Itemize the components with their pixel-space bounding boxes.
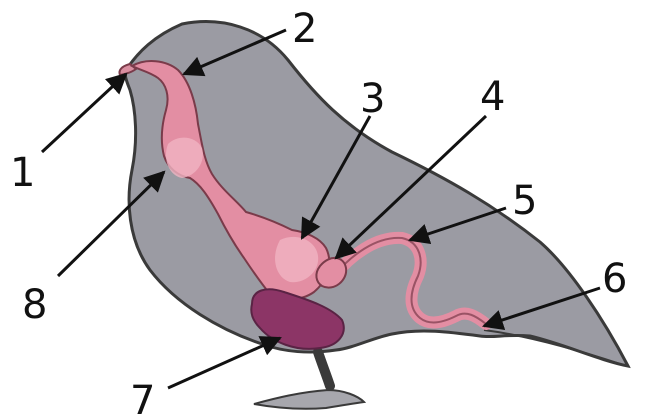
pigeon-body [125,22,628,366]
callout-number-3: 3 [360,76,385,122]
pigeon-foot [254,390,364,409]
pigeon-leg [318,352,330,386]
callout-pointer-1 [42,74,126,152]
callout-number-7: 7 [130,378,155,419]
callout-number-5: 5 [512,178,537,224]
callout-pointer-7 [168,338,280,388]
callout-number-2: 2 [292,6,317,52]
callout-number-8: 8 [22,282,47,328]
callout-number-6: 6 [602,256,627,302]
callout-number-1: 1 [10,150,35,196]
callout-number-4: 4 [480,74,505,120]
